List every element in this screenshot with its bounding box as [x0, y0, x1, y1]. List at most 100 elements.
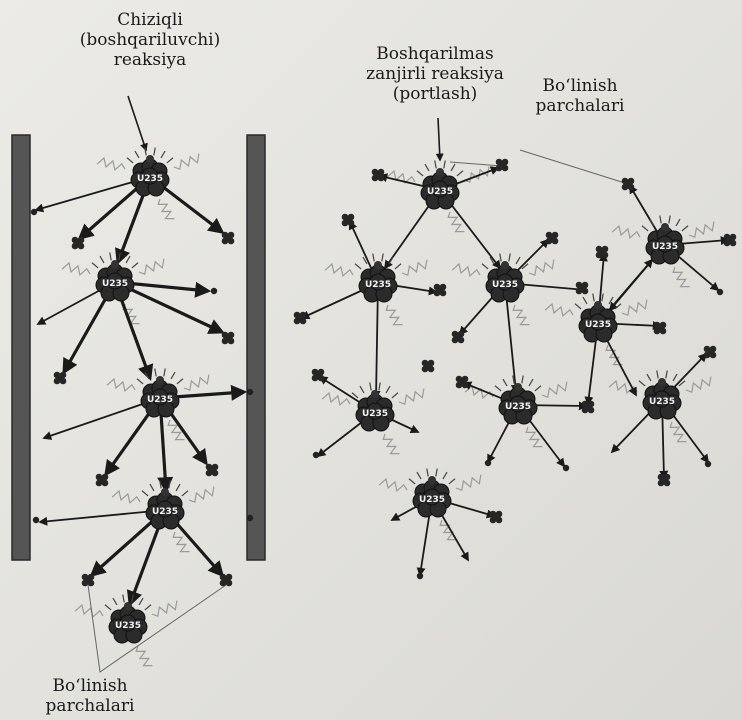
nucleus-symbol-label: U235 — [427, 187, 453, 197]
neutron — [246, 388, 254, 396]
gamma-ray — [447, 211, 465, 233]
gamma-ray — [106, 377, 136, 393]
nucleus-symbol-label: U235 — [102, 279, 128, 289]
fission-fragment — [703, 345, 717, 359]
uncontrolled-reaction-label: Boshqarilmas zanjirli reaksiya (portlash… — [366, 44, 504, 104]
fission-fragment — [723, 233, 737, 247]
fission-fragment — [371, 168, 385, 182]
fission-fragment — [53, 371, 67, 385]
fission-fragment — [581, 400, 595, 414]
gamma-ray — [74, 603, 104, 619]
gamma-ray — [324, 262, 354, 278]
gamma-ray — [455, 474, 482, 492]
gamma-ray — [611, 224, 641, 240]
fission-fragments-label-right: Bo‘linish parchalari — [535, 76, 625, 116]
neutron — [246, 514, 254, 522]
neutron — [312, 451, 320, 459]
incoming-neutron — [661, 223, 669, 231]
incoming-neutron-arrow — [127, 95, 148, 152]
fission-fragment — [455, 375, 469, 389]
gamma-ray — [96, 156, 126, 172]
nucleus-symbol-label: U235 — [137, 174, 163, 184]
uranium-nucleus: U235 — [136, 368, 184, 418]
fission-fragment — [653, 321, 667, 335]
fission-fragment — [451, 330, 465, 344]
neutron — [704, 460, 712, 468]
neutron — [416, 572, 424, 580]
gamma-ray — [688, 221, 715, 239]
gamma-ray — [386, 169, 416, 185]
uranium-nucleus: U235 — [141, 480, 189, 530]
nucleus-symbol-label: U235 — [505, 402, 531, 412]
gamma-ray — [528, 259, 555, 277]
gamma-ray — [382, 433, 400, 455]
gamma-ray — [621, 299, 648, 317]
gamma-ray — [669, 421, 687, 443]
incoming-neutron — [374, 261, 382, 269]
incoming-neutron — [428, 476, 436, 484]
neutron — [562, 464, 570, 472]
gamma-ray — [608, 379, 638, 395]
uranium-nucleus: U235 — [416, 160, 464, 210]
gamma-ray — [385, 304, 403, 326]
gamma-ray — [61, 261, 91, 277]
gamma-ray — [183, 374, 210, 392]
uranium-nucleus: U235 — [354, 253, 402, 303]
incoming-neutron — [161, 488, 169, 496]
gamma-ray — [544, 302, 574, 318]
neutron — [484, 459, 492, 467]
incoming-neutron — [146, 155, 154, 163]
fission-fragment — [341, 213, 355, 227]
gamma-ray — [541, 381, 568, 399]
fission-fragment — [221, 331, 235, 345]
gamma-ray — [512, 304, 530, 326]
uranium-nucleus: U235 — [574, 293, 622, 343]
fission-fragment — [221, 231, 235, 245]
gamma-ray — [525, 426, 543, 448]
fission-fragment — [81, 573, 95, 587]
incoming-neutron — [514, 383, 522, 391]
gamma-ray — [167, 419, 185, 441]
uranium-nucleus: U235 — [104, 594, 152, 644]
control-rod-right — [246, 134, 266, 561]
neutron — [716, 288, 724, 296]
label-leader-line — [519, 149, 629, 185]
incoming-neutron — [436, 168, 444, 176]
fission-fragment — [95, 473, 109, 487]
neutron-path-arrow — [371, 282, 381, 400]
gamma-ray — [111, 489, 141, 505]
fission-fragment — [433, 283, 447, 297]
gamma-ray — [135, 645, 153, 667]
neutron — [30, 208, 38, 216]
nucleus-symbol-label: U235 — [152, 507, 178, 517]
control-rod-left — [11, 134, 31, 561]
incoming-neutron — [371, 390, 379, 398]
fission-fragment — [311, 368, 325, 382]
linear-reaction-label: Chiziqli (boshqariluvchi) reaksiya — [79, 10, 221, 70]
incoming-neutron — [501, 261, 509, 269]
nucleus-symbol-label: U235 — [652, 242, 678, 252]
gamma-ray — [605, 344, 623, 366]
incoming-neutron — [594, 301, 602, 309]
neutron-path-arrow — [42, 397, 161, 440]
label-leader-line — [449, 161, 503, 167]
uranium-nucleus: U235 — [408, 468, 456, 518]
gamma-ray — [439, 519, 457, 541]
neutron-path-arrow — [114, 280, 225, 334]
incoming-neutron-arrow — [435, 117, 444, 162]
uranium-nucleus: U235 — [351, 382, 399, 432]
gamma-ray — [672, 266, 690, 288]
nucleus-symbol-label: U235 — [585, 320, 611, 330]
fission-fragment — [595, 245, 609, 259]
fission-fragment — [575, 281, 589, 295]
gamma-ray — [321, 391, 351, 407]
uranium-nucleus: U235 — [641, 215, 689, 265]
fission-fragment — [71, 236, 85, 250]
gamma-ray — [151, 600, 178, 618]
nucleus-symbol-label: U235 — [365, 280, 391, 290]
gamma-ray — [172, 531, 190, 553]
nucleus-symbol-label: U235 — [115, 621, 141, 631]
gamma-ray — [173, 153, 200, 171]
